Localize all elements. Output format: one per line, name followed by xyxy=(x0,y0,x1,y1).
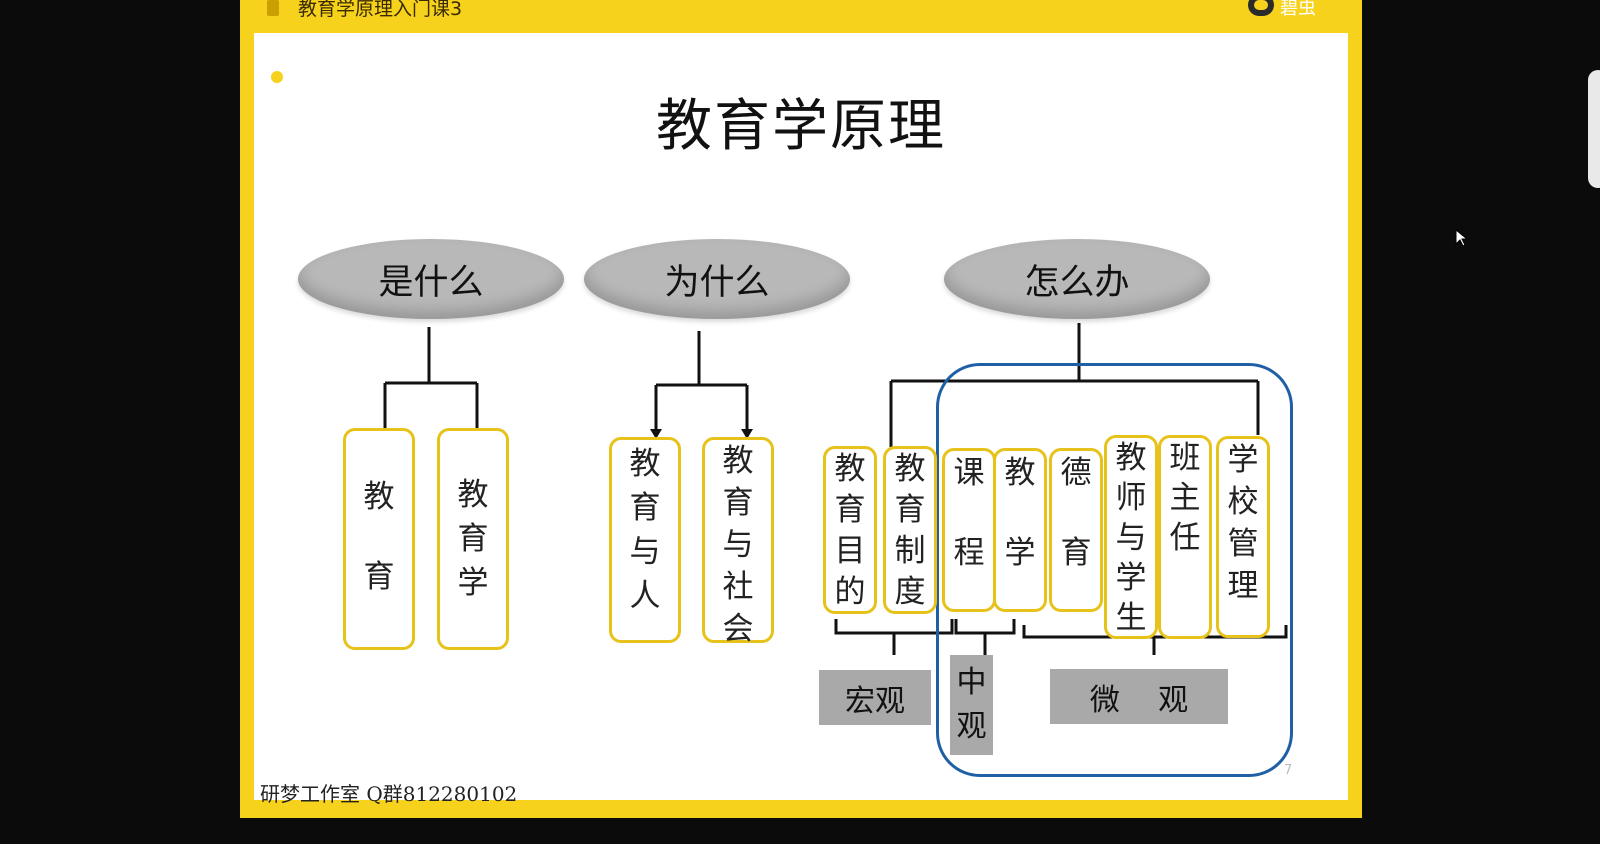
box-char: 与 xyxy=(1115,520,1147,556)
box-char: 育 xyxy=(457,521,489,557)
watermark: 研梦工作室 Q群812280102 xyxy=(260,782,518,806)
box-char: 人 xyxy=(629,578,661,614)
box-char: 学 xyxy=(1115,560,1147,596)
box-char: 教 xyxy=(363,479,395,515)
slide-title: 教育学原理 xyxy=(656,94,946,159)
box-jiaoyu-mudi: 教 育 目 的 xyxy=(823,446,877,614)
ellipse-why: 为什么 xyxy=(584,239,850,319)
box-xuexiao-guanli: 学 校 管 理 xyxy=(1216,436,1270,638)
box-char: 会 xyxy=(722,611,754,647)
box-jiaoxue: 教 学 xyxy=(993,448,1047,612)
ellipse-what: 是什么 xyxy=(298,239,564,319)
ellipse-how-label: 怎么办 xyxy=(1024,262,1130,303)
box-char: 师 xyxy=(1115,480,1147,516)
box-kecheng: 课 程 xyxy=(942,448,996,612)
box-jiaoyu: 教 育 xyxy=(343,428,415,650)
box-char: 生 xyxy=(1115,600,1147,636)
level-meso-char: 观 xyxy=(956,709,987,744)
box-char: 育 xyxy=(722,485,754,521)
box-char: 目 xyxy=(834,533,866,569)
ellipse-why-label: 为什么 xyxy=(664,262,770,303)
box-char: 度 xyxy=(894,574,926,610)
box-char: 程 xyxy=(953,535,985,571)
mouse-cursor-icon xyxy=(1455,229,1467,247)
box-char: 教 xyxy=(629,446,661,482)
ellipse-how: 怎么办 xyxy=(944,239,1210,319)
connector-what xyxy=(383,327,479,429)
box-char: 教 xyxy=(1004,455,1036,491)
box-char: 校 xyxy=(1227,484,1259,520)
title-bar: 教育学原理入门课3 碧虫 xyxy=(240,0,1362,32)
box-char: 育 xyxy=(1060,535,1092,571)
box-char: 班 xyxy=(1169,440,1201,476)
box-char: 教 xyxy=(894,451,926,487)
box-char: 学 xyxy=(1227,442,1259,478)
brace-meso xyxy=(954,619,1016,655)
slide: 教育学原理 是什么 为什么 怎么办 教 xyxy=(254,33,1348,800)
box-char: 制 xyxy=(894,533,926,569)
box-char: 教 xyxy=(834,451,866,487)
box-char: 理 xyxy=(1227,568,1259,604)
ellipse-what-label: 是什么 xyxy=(378,262,484,303)
box-jiaoyu-zhidu: 教 育 制 度 xyxy=(883,446,937,614)
brand-text: 碧虫 xyxy=(1280,0,1316,19)
document-icon xyxy=(267,0,279,16)
connector-why xyxy=(654,331,749,435)
box-jiaoyu-yu-shehui: 教 育 与 社 会 xyxy=(702,437,774,647)
box-char: 教 xyxy=(457,477,489,513)
brace-macro xyxy=(834,619,954,655)
brand-logo-icon xyxy=(1248,0,1274,16)
box-char: 育 xyxy=(834,492,866,528)
box-char: 课 xyxy=(953,455,985,491)
brand: 碧虫 xyxy=(1248,0,1332,20)
box-char: 教 xyxy=(1115,440,1147,476)
box-char: 与 xyxy=(722,527,754,563)
level-macro: 宏观 xyxy=(819,670,931,725)
box-char: 管 xyxy=(1227,526,1259,562)
box-jiaoyu-yu-ren: 教 育 与 人 xyxy=(609,437,681,643)
box-deyu: 德 育 xyxy=(1049,448,1103,612)
box-jiaoshi-yu-xuesheng: 教 师 与 学 生 xyxy=(1104,435,1158,639)
box-char: 与 xyxy=(629,534,661,570)
level-micro: 微 观 xyxy=(1050,669,1228,724)
box-char: 育 xyxy=(629,490,661,526)
box-char: 社 xyxy=(722,569,754,605)
video-frame: 教育学原理入门课3 碧虫 教育学原理 xyxy=(240,0,1362,818)
level-meso: 中 观 xyxy=(950,655,993,755)
box-char: 育 xyxy=(363,559,395,595)
school-level-region xyxy=(936,363,1293,777)
box-char: 德 xyxy=(1060,455,1092,491)
side-panel-tab[interactable] xyxy=(1588,70,1600,188)
box-char: 学 xyxy=(1004,535,1036,571)
connector-how xyxy=(889,323,1260,447)
box-char: 教 xyxy=(722,443,754,479)
bullet-dot-icon xyxy=(271,71,283,83)
box-char: 主 xyxy=(1169,480,1201,516)
level-meso-char: 中 xyxy=(956,665,987,700)
box-char: 的 xyxy=(834,574,866,610)
brace-micro xyxy=(1022,625,1288,655)
box-jiaoyuxue: 教 育 学 xyxy=(437,428,509,650)
connector-lines xyxy=(383,323,1288,655)
page-number: 7 xyxy=(1284,763,1293,778)
box-char: 学 xyxy=(457,565,489,601)
box-banzhuren: 班 主 任 xyxy=(1158,435,1212,639)
box-char: 任 xyxy=(1169,520,1201,556)
box-char: 育 xyxy=(894,492,926,528)
lesson-title: 教育学原理入门课3 xyxy=(298,0,463,20)
